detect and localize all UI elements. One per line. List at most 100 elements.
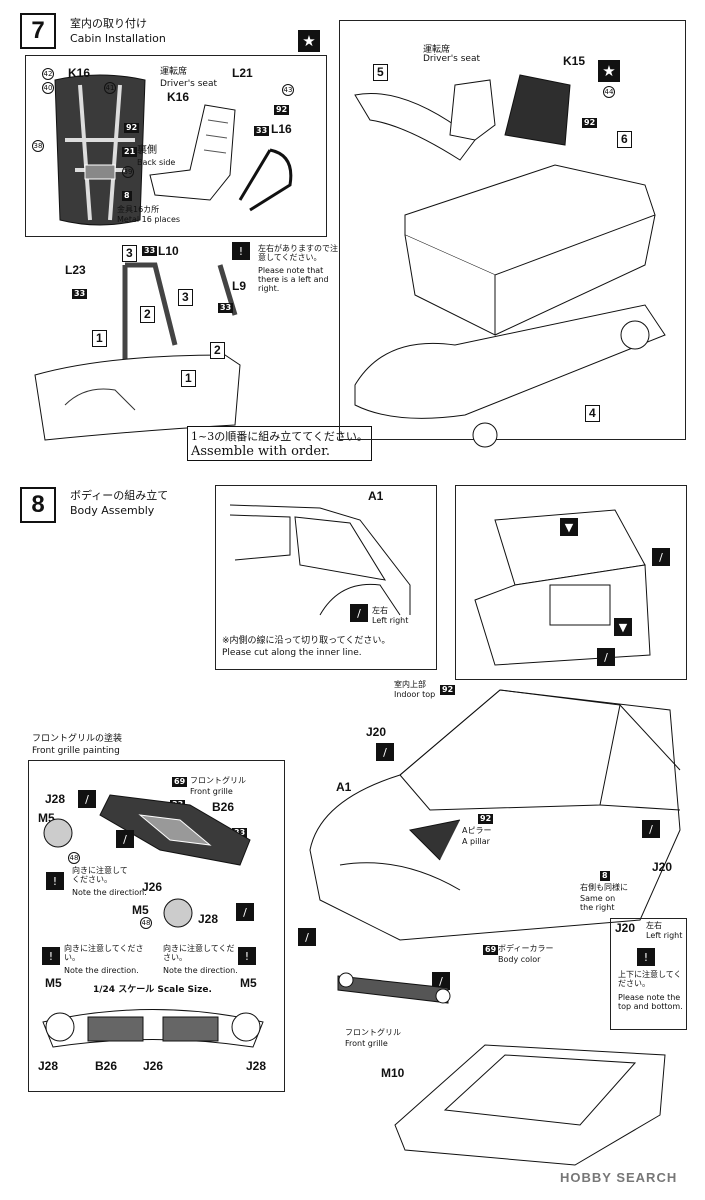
driver-seat2-jp: 運転席 <box>423 45 451 55</box>
step8-title-jp: ボディーの組み立て <box>70 489 169 502</box>
code-33b: 33 <box>142 246 158 256</box>
driver-seat2-en: Driver's seat <box>423 54 480 64</box>
part-J20-label: J20 <box>366 725 387 739</box>
part-K15-label: K15 <box>563 54 586 68</box>
fg-paint-jp: フロントグリルの塗装 <box>32 734 123 744</box>
cut-icon-j28b: / <box>236 903 254 921</box>
cut-note-en: Please cut along the inner line. <box>222 648 362 658</box>
caution-icon: ! <box>232 242 250 260</box>
a-pillar-en: A pillar <box>462 837 490 846</box>
code-92c: 92 <box>440 685 456 695</box>
front-grille-en: Front grille <box>345 1039 388 1048</box>
part-J20b-label: J20 <box>652 860 673 874</box>
part-K16b-label: K16 <box>167 90 190 104</box>
code-42: 42 <box>42 68 54 80</box>
code-8: 8 <box>122 191 132 201</box>
cut-note-jp: ※内側の線に沿って切り取ってください。 <box>222 636 391 646</box>
front-grille-main-illustration <box>337 972 451 1004</box>
code-33c: 33 <box>72 289 88 299</box>
driver-seat-en: Driver's seat <box>160 79 217 89</box>
code-43: 43 <box>282 84 294 96</box>
cut-tool-icon: / <box>350 604 368 622</box>
step8-title-en: Body Assembly <box>70 504 155 517</box>
fg-paint-en: Front grille painting <box>32 746 120 756</box>
back-side-en: Back side <box>137 158 176 167</box>
code-48: 48 <box>68 852 80 864</box>
paint-icon-rear-2: ▼ <box>614 618 632 636</box>
seq-2a: 2 <box>140 306 155 323</box>
code-92a: 92 <box>274 105 290 115</box>
step7-title-en: Cabin Installation <box>70 32 166 45</box>
bottom-J28-right: J28 <box>246 1059 267 1073</box>
seq-1b: 1 <box>181 370 196 387</box>
code-40: 40 <box>42 82 54 94</box>
dir2-en: Note the direction. <box>64 966 139 975</box>
part-L21-label: L21 <box>232 66 253 80</box>
cut-icon-grille-l: / <box>298 928 316 946</box>
code-92b: 92 <box>582 118 598 128</box>
order-note-en: Assemble with order. <box>191 444 331 459</box>
order-note: 1~3の順番に組み立ててください。 Assemble with order. <box>187 426 372 461</box>
lamp-illustration <box>43 818 73 848</box>
code-41: 41 <box>104 82 116 94</box>
code-38: 38 <box>32 140 44 152</box>
code-33d: 33 <box>218 303 234 313</box>
indoor-top-en: Indoor top <box>394 690 436 699</box>
main-body-illustration <box>309 689 681 941</box>
a-pillar-jp: Aピラー <box>462 826 492 835</box>
cut-icon-side: / <box>642 820 660 838</box>
part-B26-label: B26 <box>212 800 235 814</box>
code-92: 92 <box>124 123 140 133</box>
lr-note-en: Please note that there is a left and rig… <box>258 266 329 293</box>
side-body-illustration <box>229 504 411 616</box>
left-right-en: Left right <box>372 616 409 625</box>
indoor-top-jp: 室内上部 <box>394 680 426 689</box>
cut-icon-rear-1: / <box>652 548 670 566</box>
paint-icon-rear-1: ▼ <box>560 518 578 536</box>
rear-body-illustration <box>474 509 651 666</box>
topbottom-en: Please note the top and bottom. <box>618 993 683 1011</box>
code-69-body: 69 <box>483 945 499 955</box>
code-92-pillar: 92 <box>478 814 494 824</box>
box-4: 4 <box>585 405 600 422</box>
part-A1-label: A1 <box>368 489 384 503</box>
side-body-box <box>215 485 437 670</box>
cut-icon-mid: / <box>116 830 134 848</box>
part-J28b-label: J28 <box>198 912 219 926</box>
code-8-right: 8 <box>600 871 610 881</box>
back-side-jp: 裏側 <box>137 145 157 156</box>
cut-icon-grille-r: / <box>432 972 450 990</box>
part-M5c-label: M5 <box>45 976 62 990</box>
step7-number: 7 <box>20 13 56 49</box>
star-icon: ★ <box>298 30 320 52</box>
lr-note-jp: 左右がありますので注意してください。 <box>258 244 338 262</box>
grille-part-illustration <box>99 794 251 866</box>
front-grille-jp: フロントグリル <box>345 1028 401 1037</box>
rear-body-box <box>455 485 687 680</box>
j20-note-box <box>610 918 687 1030</box>
grille-scale-illustration <box>42 1009 264 1048</box>
part-J26-label: J26 <box>142 880 163 894</box>
code-69-grille: 69 <box>172 777 188 787</box>
body-color-en: Body color <box>498 955 541 964</box>
harness-panel-illustration <box>54 74 146 226</box>
m10-case-illustration <box>394 1044 666 1166</box>
caution-icon-dir-2: ! <box>42 947 60 965</box>
step8-number: 8 <box>20 487 56 523</box>
dir-note-en: Note the direction. <box>72 888 147 897</box>
code-33a: 33 <box>254 126 270 136</box>
fg-name-jp: フロントグリル <box>190 776 246 785</box>
seat-k16-illustration <box>149 104 236 201</box>
step7-seat-inset <box>25 55 327 237</box>
metal-places-en: Metal 16 places <box>117 215 181 224</box>
part-L10-label: L10 <box>158 244 179 258</box>
dir3-jp: 向きに注意してください。 <box>163 944 235 962</box>
fg-name-en: Front grille <box>190 787 233 796</box>
bottom-J26: J26 <box>143 1059 164 1073</box>
body-color-jp: ボディーカラー <box>498 944 554 953</box>
box-6: 6 <box>617 131 632 148</box>
part-L16-label: L16 <box>271 122 292 136</box>
caution-icon-j20: ! <box>637 948 655 966</box>
star-icon-2: ★ <box>598 60 620 82</box>
seq-2b: 2 <box>210 342 225 359</box>
